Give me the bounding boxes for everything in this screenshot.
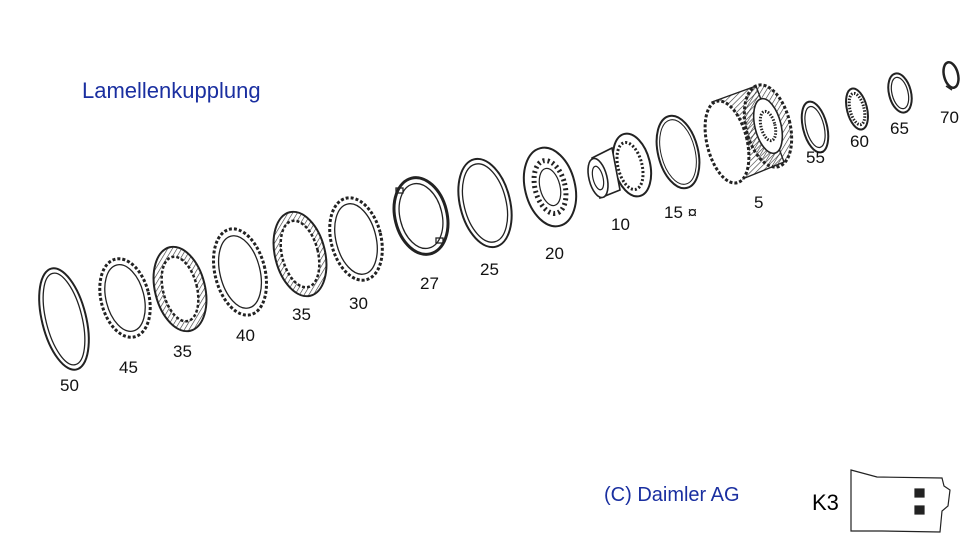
part-10-piston (587, 132, 653, 200)
part-label-45: 45 (119, 358, 138, 377)
copyright-notice: (C) Daimler AG (604, 484, 740, 506)
part-label-27: 27 (420, 274, 439, 293)
part-15-seal-ring (655, 114, 701, 190)
part-35-friction-disc (152, 245, 208, 333)
part-label-5: 5 (754, 193, 763, 212)
part-label-35-front: 35 (173, 342, 192, 361)
part-label-20: 20 (545, 244, 564, 263)
part-55-thrust-washer (800, 100, 830, 154)
part-60-needle-bearing (845, 87, 869, 131)
part-45-steel-plate (98, 257, 152, 339)
part-label-25: 25 (480, 260, 499, 279)
part-label-60: 60 (850, 132, 869, 151)
part-50-snap-ring (38, 267, 90, 371)
part-label-65: 65 (890, 119, 909, 138)
part-label-15: 15 ¤ (664, 203, 697, 222)
part-label-30: 30 (349, 294, 368, 313)
part-35-friction-disc (272, 210, 328, 298)
part-label-55: 55 (806, 148, 825, 167)
section-code: K3 (812, 490, 839, 515)
part-20-spring-disc (522, 146, 578, 228)
part-30-steel-plate (328, 196, 384, 282)
transmission-outline-icon (850, 469, 951, 533)
part-5-clutch-drum (703, 83, 794, 185)
part-label-70: 70 (940, 108, 959, 127)
part-label-50: 50 (60, 376, 79, 395)
part-label-40: 40 (236, 326, 255, 345)
part-label-35-rear: 35 (292, 305, 311, 324)
part-25-snap-ring (457, 157, 513, 249)
part-40-steel-plate (212, 227, 268, 317)
part-label-10: 10 (611, 215, 630, 234)
part-65-thrust-washer (887, 72, 913, 114)
part-27-pressure-plate (392, 176, 450, 256)
diagram-title: Lamellenkupplung (82, 78, 261, 103)
part-70-circlip (942, 61, 960, 91)
